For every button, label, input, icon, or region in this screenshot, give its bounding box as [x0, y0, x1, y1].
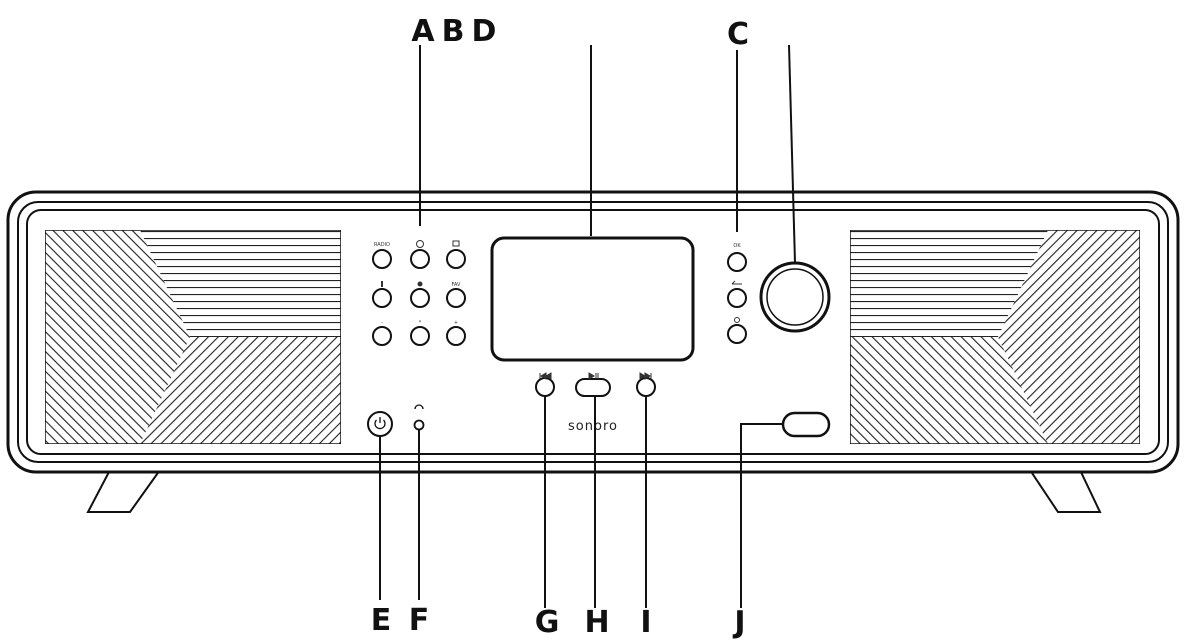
source-button[interactable] [446, 249, 466, 269]
volume-knob[interactable] [759, 261, 831, 333]
mic-icon [381, 281, 383, 287]
ir-sensor [781, 411, 831, 438]
callout-j: J [732, 605, 745, 640]
power-button[interactable] [367, 411, 393, 437]
callout-d: D [472, 14, 497, 49]
callout-h: H [584, 605, 609, 640]
callout-i: I [640, 605, 651, 640]
record-icon [417, 281, 423, 287]
brand-logo: sonoro [568, 419, 618, 434]
back-button[interactable] [727, 288, 747, 308]
menu-button-column [727, 252, 747, 344]
plus-button-label: + [454, 320, 458, 326]
transport-controls [535, 377, 656, 397]
callout-a: A [411, 14, 435, 49]
bluetooth-icon [416, 240, 424, 248]
settings-button[interactable] [727, 324, 747, 344]
ok-button-label: OK [733, 243, 741, 249]
center-button-label: * [419, 320, 422, 326]
source-icon [452, 240, 460, 247]
radio-button-label: RADIO [374, 242, 390, 248]
headphone-jack [413, 404, 425, 431]
headphone-icon [414, 404, 424, 410]
callout-c: C [727, 17, 749, 52]
back-icon [731, 280, 742, 285]
bluetooth-button[interactable] [410, 249, 430, 269]
ok-button[interactable] [727, 252, 747, 272]
minus-button-label: - [381, 320, 383, 326]
callout-leader-lines [379, 44, 796, 608]
callout-f: F [409, 603, 430, 638]
plus-button[interactable] [446, 326, 466, 346]
center-button[interactable] [410, 326, 430, 346]
record-button[interactable] [410, 288, 430, 308]
right-foot [1028, 469, 1102, 513]
callout-g: G [535, 605, 560, 640]
left-foot [86, 469, 162, 513]
next-icon [639, 372, 652, 380]
play-pause-button[interactable] [575, 378, 611, 397]
callout-b: B [442, 14, 465, 49]
fav-button-label: FAV [452, 282, 462, 288]
previous-button[interactable] [535, 377, 555, 397]
radio-button[interactable] [372, 249, 392, 269]
left-speaker-grille [45, 230, 341, 444]
next-button[interactable] [636, 377, 656, 397]
preset-button-grid [372, 249, 466, 346]
minus-button[interactable] [372, 326, 392, 346]
mic-button[interactable] [372, 288, 392, 308]
play-pause-icon [588, 372, 599, 380]
right-speaker-grille [850, 230, 1140, 444]
callout-e: E [371, 603, 392, 638]
fav-button[interactable] [446, 288, 466, 308]
gear-icon [734, 317, 740, 323]
previous-icon [539, 372, 552, 380]
preset-button-labels: RADIO FAV - * + [374, 240, 462, 326]
display-screen [490, 236, 695, 362]
